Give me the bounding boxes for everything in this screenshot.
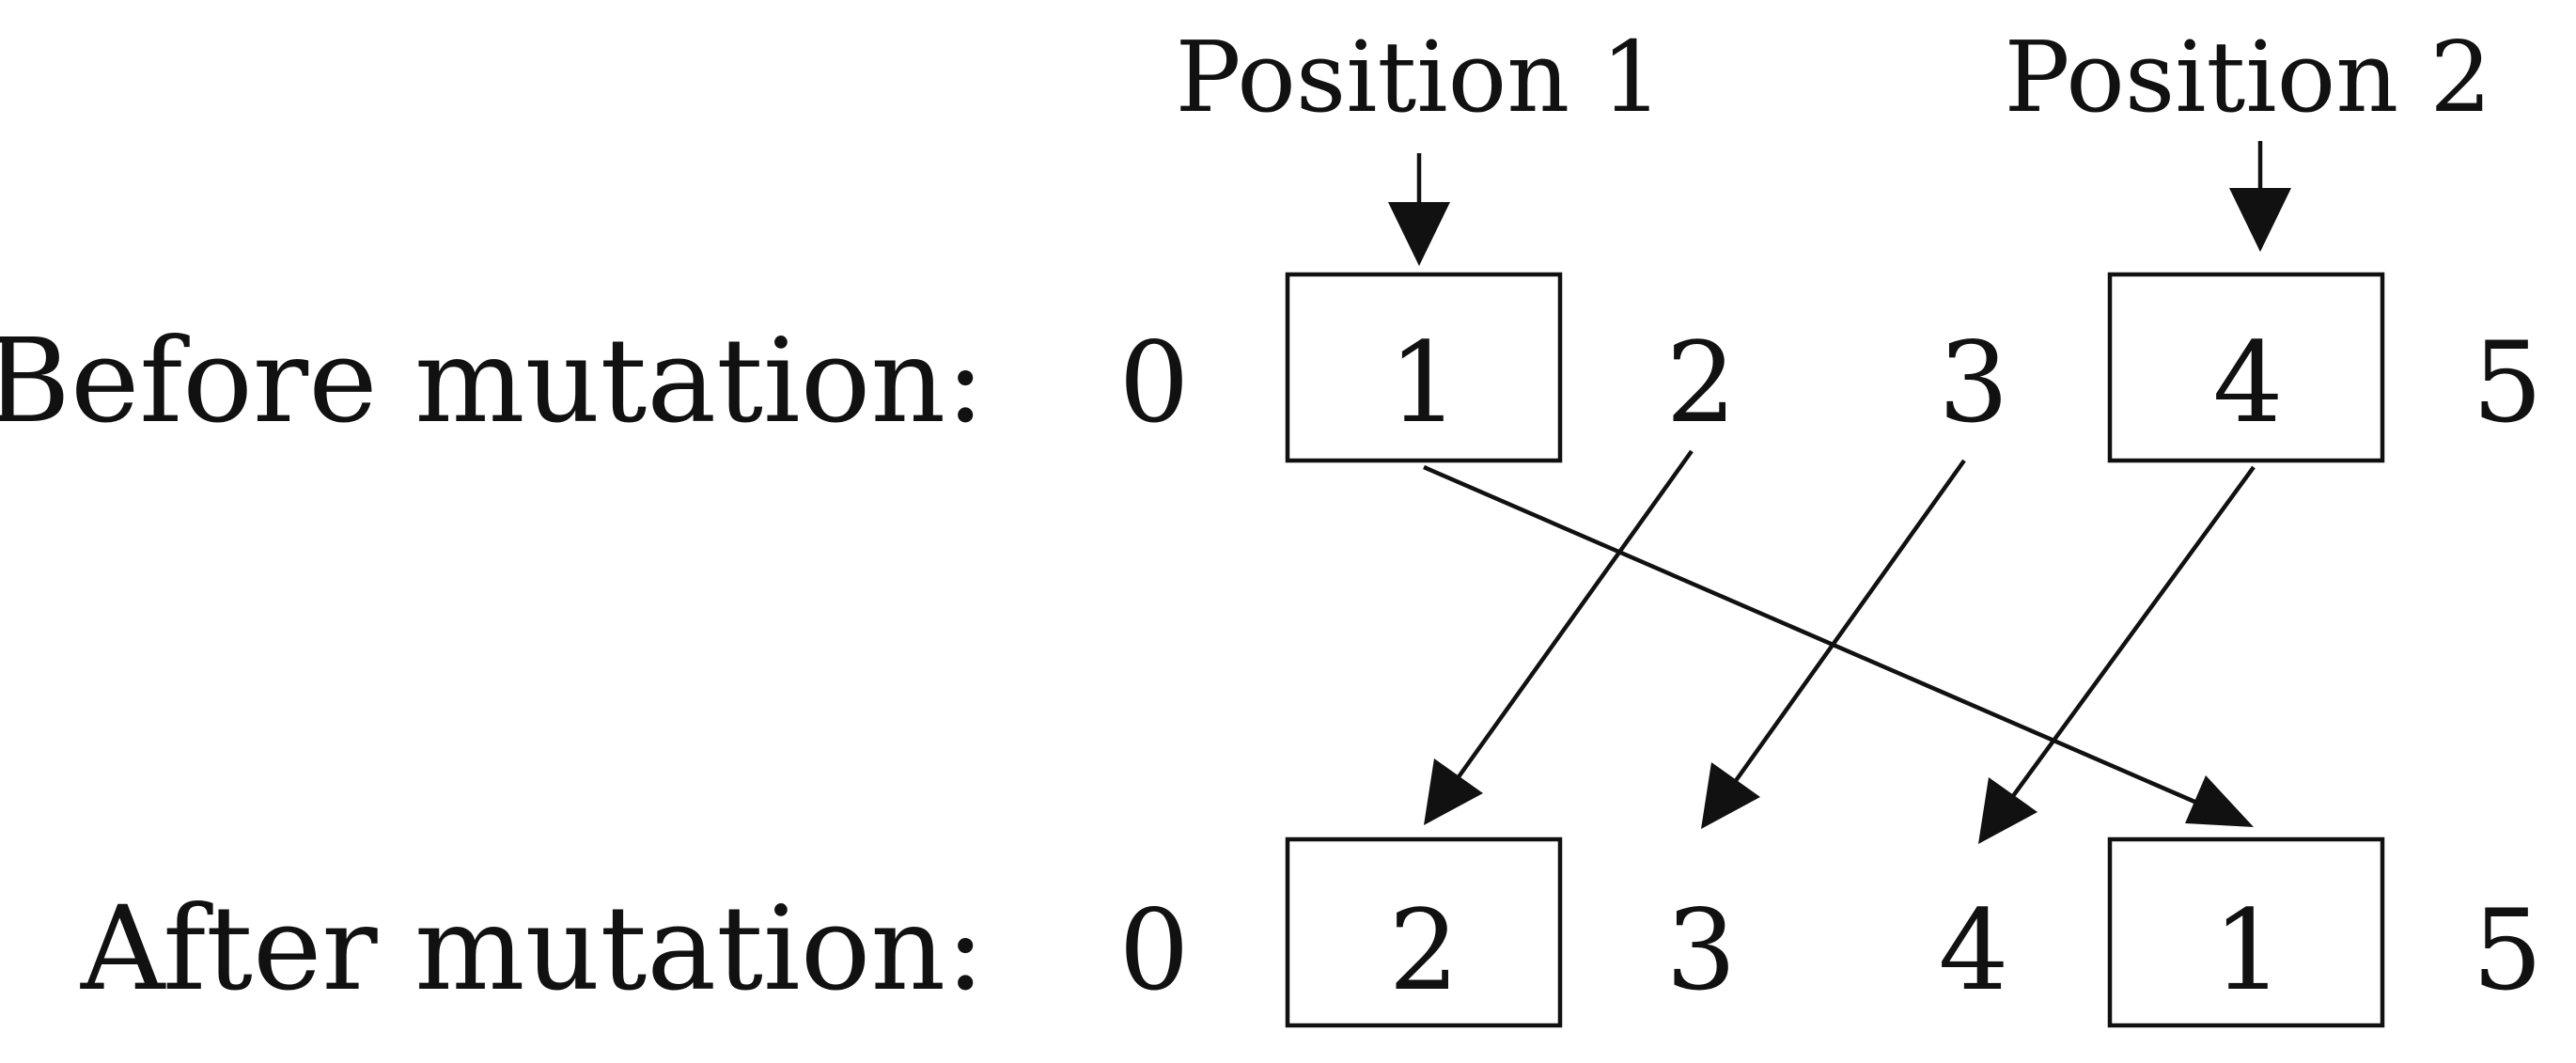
after-value: 0 <box>1118 885 1189 1015</box>
before-value: 1 <box>1388 318 1459 447</box>
mapping-arrow-3 <box>1701 459 1966 829</box>
position-2-arrow <box>2229 141 2291 252</box>
after-position-1-box <box>1285 836 1563 1028</box>
after-value: 4 <box>1938 885 2008 1015</box>
after-value: 5 <box>2472 885 2542 1015</box>
before-position-1-box <box>1285 272 1563 463</box>
mapping-arrow-1 <box>1423 464 2254 827</box>
after-value: 3 <box>1665 885 1736 1015</box>
before-value: 2 <box>1665 318 1736 447</box>
before-value: 3 <box>1938 318 2008 447</box>
position-1-arrow <box>1388 153 1450 266</box>
after-value: 2 <box>1388 885 1459 1015</box>
before-value: 4 <box>2212 318 2283 447</box>
before-row-label: Before mutation: <box>0 314 985 449</box>
before-value: 5 <box>2472 318 2542 447</box>
before-position-2-box <box>2107 272 2385 463</box>
mapping-arrow-4 <box>1978 465 2256 844</box>
before-value: 0 <box>1118 318 1189 447</box>
after-position-2-box <box>2107 836 2385 1028</box>
position-1-label: Position 1 <box>1176 20 1663 134</box>
position-2-label: Position 2 <box>2005 20 2492 134</box>
mapping-arrow-2 <box>1424 449 1694 825</box>
after-value: 1 <box>2212 885 2283 1015</box>
after-row-label: After mutation: <box>80 882 985 1017</box>
